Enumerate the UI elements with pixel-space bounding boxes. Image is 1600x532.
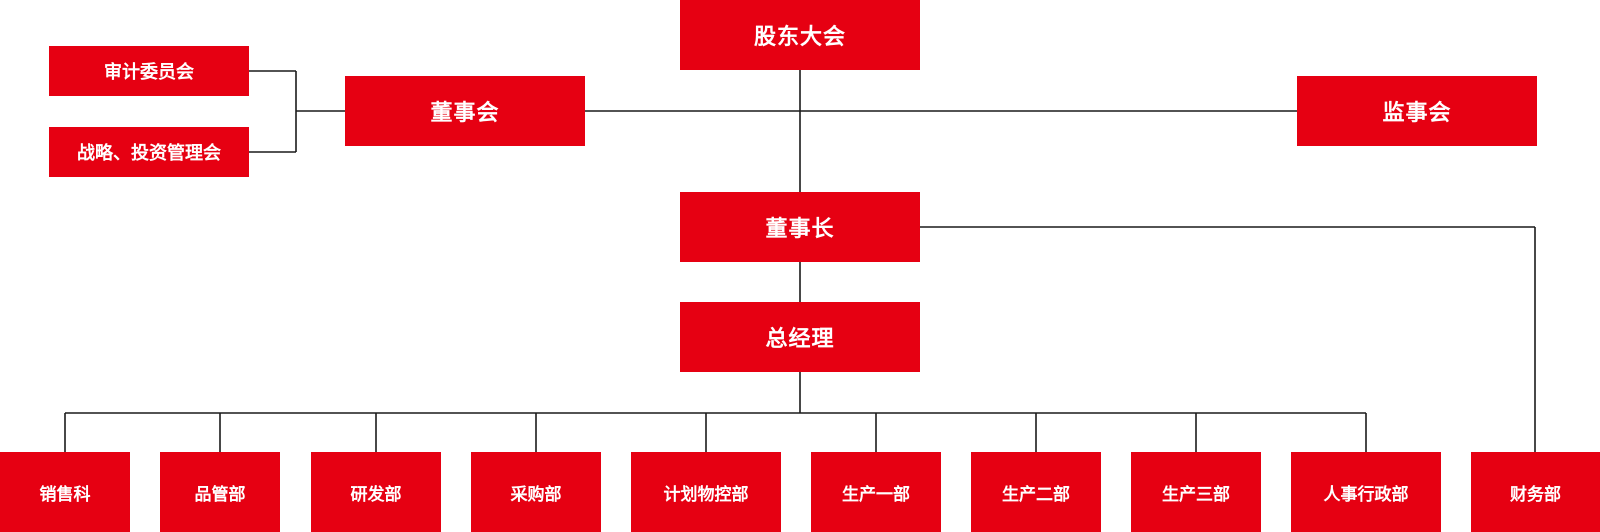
department-box: 生产一部 (811, 452, 941, 532)
department-box: 研发部 (311, 452, 441, 532)
department-box: 生产三部 (1131, 452, 1261, 532)
board-of-supervisors-box: 监事会 (1297, 76, 1537, 146)
department-box: 采购部 (471, 452, 601, 532)
board-of-directors-box: 董事会 (345, 76, 585, 146)
shareholders-meeting-box: 股东大会 (680, 0, 920, 70)
department-box: 计划物控部 (631, 452, 781, 532)
department-box: 人事行政部 (1291, 452, 1441, 532)
chairman-box: 董事长 (680, 192, 920, 262)
department-box: 财务部 (1471, 452, 1600, 532)
audit-committee-box: 审计委员会 (49, 46, 249, 96)
general-manager-box: 总经理 (680, 302, 920, 372)
strategy-investment-committee-box: 战略、投资管理会 (49, 127, 249, 177)
department-box: 生产二部 (971, 452, 1101, 532)
department-box: 销售科 (0, 452, 130, 532)
department-box: 品管部 (160, 452, 280, 532)
